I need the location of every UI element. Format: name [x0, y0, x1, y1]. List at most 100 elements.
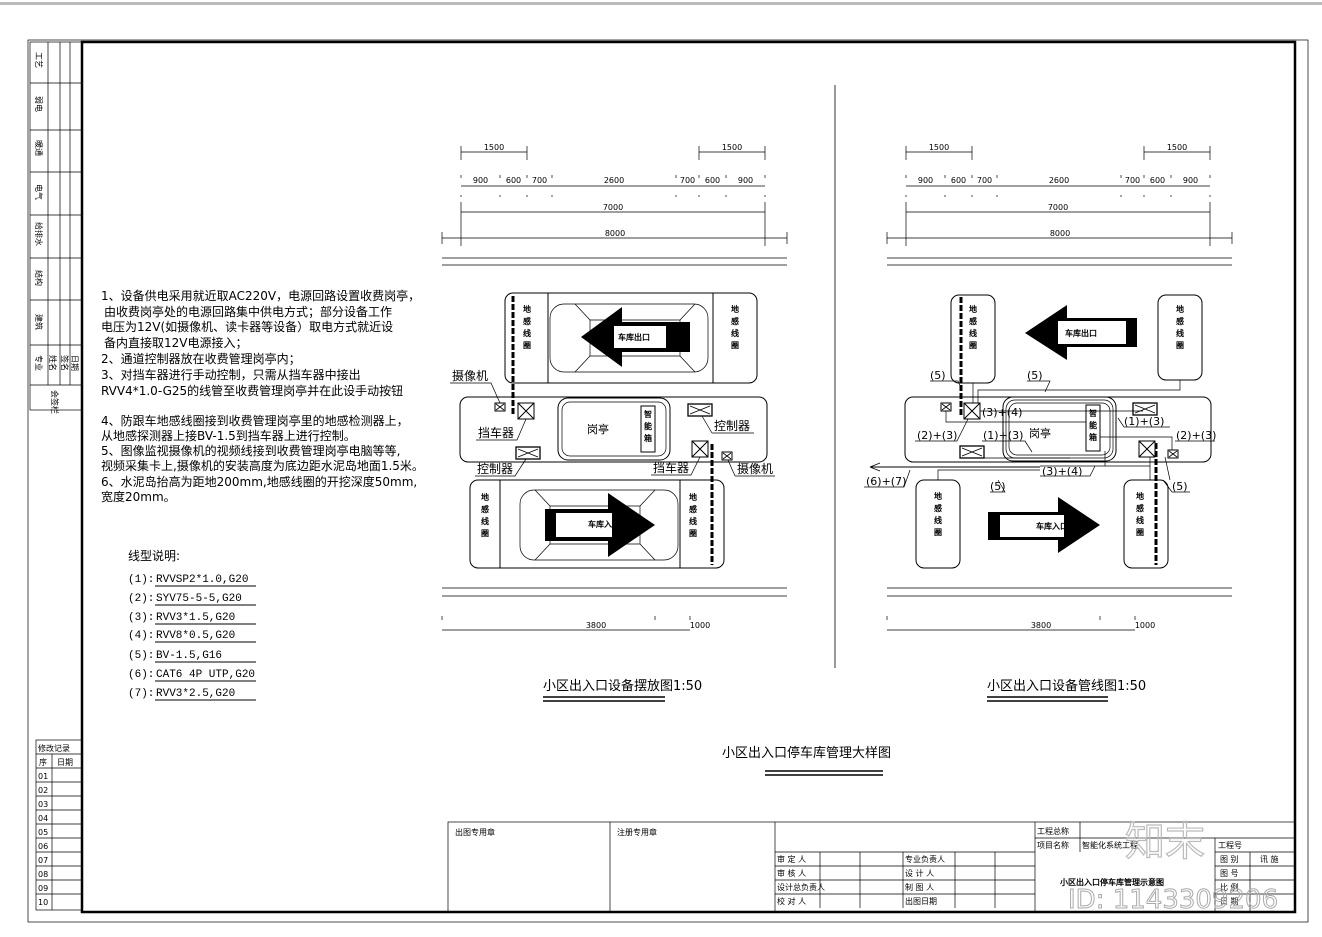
cable-routes — [864, 380, 1215, 493]
note-line: 由收费岗亭处的电源回路集中供电方式；部分设备工作 — [104, 304, 392, 319]
barrier-gate-icon — [517, 402, 535, 420]
dimension-value: 600 — [705, 176, 720, 185]
sign-header: 专业 — [34, 355, 44, 371]
loop-label: 地感线圈 — [689, 492, 698, 541]
sign-header: 日期 — [70, 355, 79, 371]
dimension-value: 7000 — [1048, 203, 1068, 212]
dimension-value: 900 — [473, 176, 488, 185]
controller-icon — [687, 403, 713, 417]
dimension-value: 1500 — [484, 143, 504, 152]
loop-label: 地感线圈 — [523, 304, 532, 353]
wiring-label: (5) — [930, 369, 946, 382]
revision-row-no: 02 — [38, 786, 48, 795]
project-no-label: 工程号 — [1218, 841, 1242, 850]
legend-no: (5): — [128, 650, 154, 662]
smart-box-label: 智能箱 — [644, 409, 653, 446]
legend-no: (6): — [128, 669, 154, 681]
revision-row-no: 03 — [38, 800, 48, 809]
wiring-label: (5) — [1172, 480, 1188, 493]
dimension-value: 1500 — [1167, 143, 1187, 152]
outer-frame — [27, 39, 1309, 923]
entry-label: 车库入口 — [588, 519, 620, 529]
sign-discipline: 给排水 — [34, 222, 44, 246]
note-line: 4、防跟车地感线圈接到收费管理岗亭里的地感检测器上， — [101, 413, 409, 428]
sign-header: 姓名 — [48, 355, 58, 371]
dimension-value: 8000 — [605, 229, 625, 238]
revision-col-no: 序 — [39, 757, 47, 767]
camera-icon — [940, 402, 952, 412]
title-block: 出图专用章 注册专用章 工程总称 项目名称 智能化系统工程 工程号 审 定 人 … — [447, 821, 1296, 913]
scale-label: 比 例 — [1220, 882, 1239, 892]
date-label: 日 期 — [1220, 897, 1239, 906]
smart-box — [640, 405, 656, 453]
camera-icon — [1167, 449, 1179, 459]
wiring-label: (1)+(3) — [1124, 415, 1164, 428]
car-exit: 车库出口 — [549, 303, 709, 373]
reviewer-label: 审 核 人 — [777, 868, 806, 878]
dimension-value: 700 — [1125, 176, 1140, 185]
dimension-value: 1500 — [929, 143, 949, 152]
revision-row-no: 07 — [38, 856, 48, 865]
stamp-register: 注册专用章 — [617, 827, 657, 837]
revision-row-no: 05 — [38, 828, 48, 837]
sign-discipline: 电气 — [34, 184, 44, 200]
callout-camera: 摄像机 — [452, 368, 488, 383]
sign-discipline: 结构 — [34, 270, 44, 286]
smart-box — [1085, 404, 1101, 452]
loop-label: 地感线圈 — [1136, 491, 1145, 540]
note-line: 视频采集卡上,摄像机的安装高度为底边距水泥岛地面1.5米。 — [101, 458, 424, 473]
drawing-no-label: 图 号 — [1220, 869, 1239, 878]
category-label: 图 别 — [1220, 855, 1239, 864]
design-notes: 1、设备供电采用就近取AC220V，电源回路设置收费岗亭，由收费岗亭处的电源回路… — [101, 288, 424, 504]
dimension-value: 600 — [506, 176, 521, 185]
controller-icon — [959, 445, 985, 459]
checker-label: 校 对 人 — [777, 896, 806, 906]
cable-legend: 线型说明: (1):RVVSP2*1.0,G20(2):SYV75-5-5,G2… — [128, 548, 256, 701]
loop-label: 地感线圈 — [481, 492, 490, 541]
controller-icon — [1132, 402, 1158, 416]
note-line: 2、通道控制器放在收费管理岗亭内； — [101, 351, 301, 366]
entry-label: 车库入口 — [1036, 521, 1068, 531]
legend-no: (7): — [128, 688, 154, 700]
sign-discipline: 暖通 — [34, 140, 44, 156]
legend-no: (4): — [128, 630, 154, 642]
loop-label: 地感线圈 — [969, 304, 978, 353]
loop-label: 地感线圈 — [731, 304, 740, 353]
revision-row-no: 06 — [38, 842, 48, 851]
note-line: 5、图像监视摄像机的视频线接到收费管理岗亭电脑等等, — [101, 443, 400, 458]
approver-label: 审 定 人 — [777, 854, 806, 864]
note-line: 备内直接取12V电源接入； — [104, 335, 247, 350]
dimension-value: 900 — [738, 176, 753, 185]
booth-label: 岗亭 — [1029, 426, 1051, 440]
note-line: 从地感探测器上接BV-1.5到挡车器上进行控制。 — [101, 428, 356, 443]
drafter-label: 制 图 人 — [905, 882, 934, 892]
wiring-label: (6)+(7) — [866, 475, 906, 488]
dimension-value: 3800 — [1031, 621, 1051, 630]
camera-icon — [721, 451, 733, 461]
callout-controller: 控制器 — [477, 462, 513, 476]
controller-icon — [515, 446, 541, 460]
stamp-output: 出图专用章 — [455, 827, 495, 837]
dimension-value: 700 — [532, 176, 547, 185]
dimension-value: 700 — [977, 176, 992, 185]
dimension-value: 8000 — [1050, 229, 1070, 238]
dimension-value: 2600 — [604, 176, 624, 185]
callout-barrier: 挡车器 — [653, 460, 689, 475]
wiring-plan-title: 小区出入口设备管线图1:50 — [987, 678, 1146, 694]
project-general-label: 工程总称 — [1037, 826, 1069, 836]
note-line: 3、对挡车器进行手动控制，只需从挡车器中接出 — [101, 367, 361, 382]
cable-legend-title: 线型说明: — [128, 548, 180, 563]
dimension-value: 600 — [951, 176, 966, 185]
revision-title: 修改记录 — [38, 743, 70, 753]
exit-label: 车库出口 — [618, 332, 650, 342]
designer-label: 设 计 人 — [905, 868, 934, 878]
drawing-title: 小区出入口停车库管理示意图 — [1059, 877, 1164, 887]
discipline-lead-label: 专业负责人 — [905, 854, 945, 864]
legend-no: (2): — [128, 593, 154, 605]
legend-spec: RVV3*1.5,G20 — [156, 612, 235, 624]
